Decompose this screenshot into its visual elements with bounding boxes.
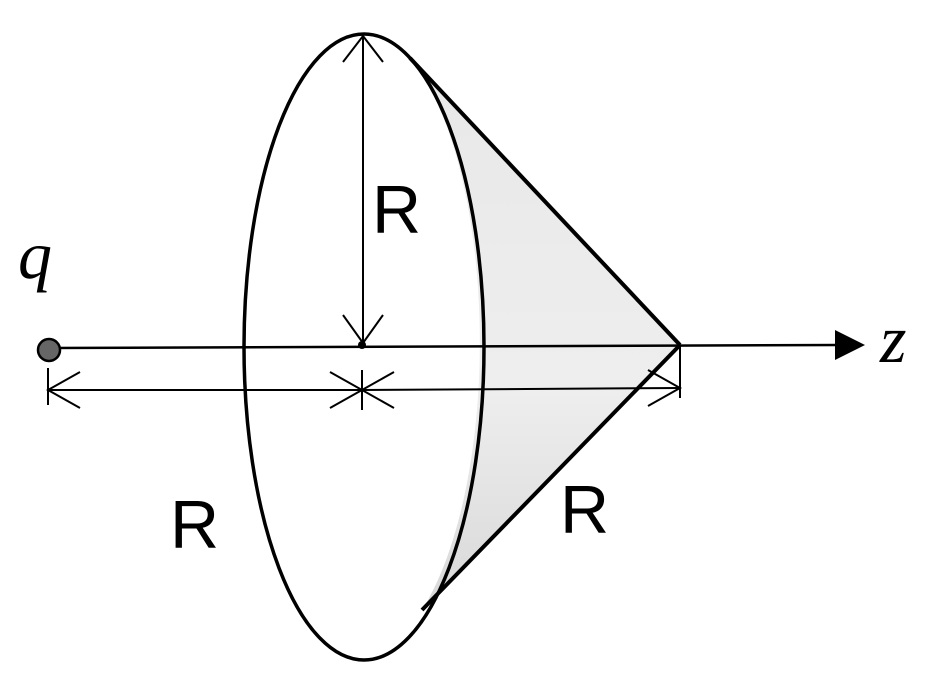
charge-dot	[36, 337, 62, 363]
slant-label: R	[560, 472, 609, 548]
z-axis-line	[49, 343, 841, 350]
distance-label: R	[170, 487, 219, 563]
charge-label: q	[18, 217, 52, 293]
charge-center-dimension	[45, 345, 683, 410]
cone-surface	[410, 58, 680, 610]
radius-label: R	[372, 172, 421, 248]
axis-label: z	[879, 301, 906, 377]
cone-upper-edge	[408, 56, 682, 347]
vertical-radius-dimension	[342, 34, 384, 345]
z-axis-arrowhead	[835, 330, 865, 360]
